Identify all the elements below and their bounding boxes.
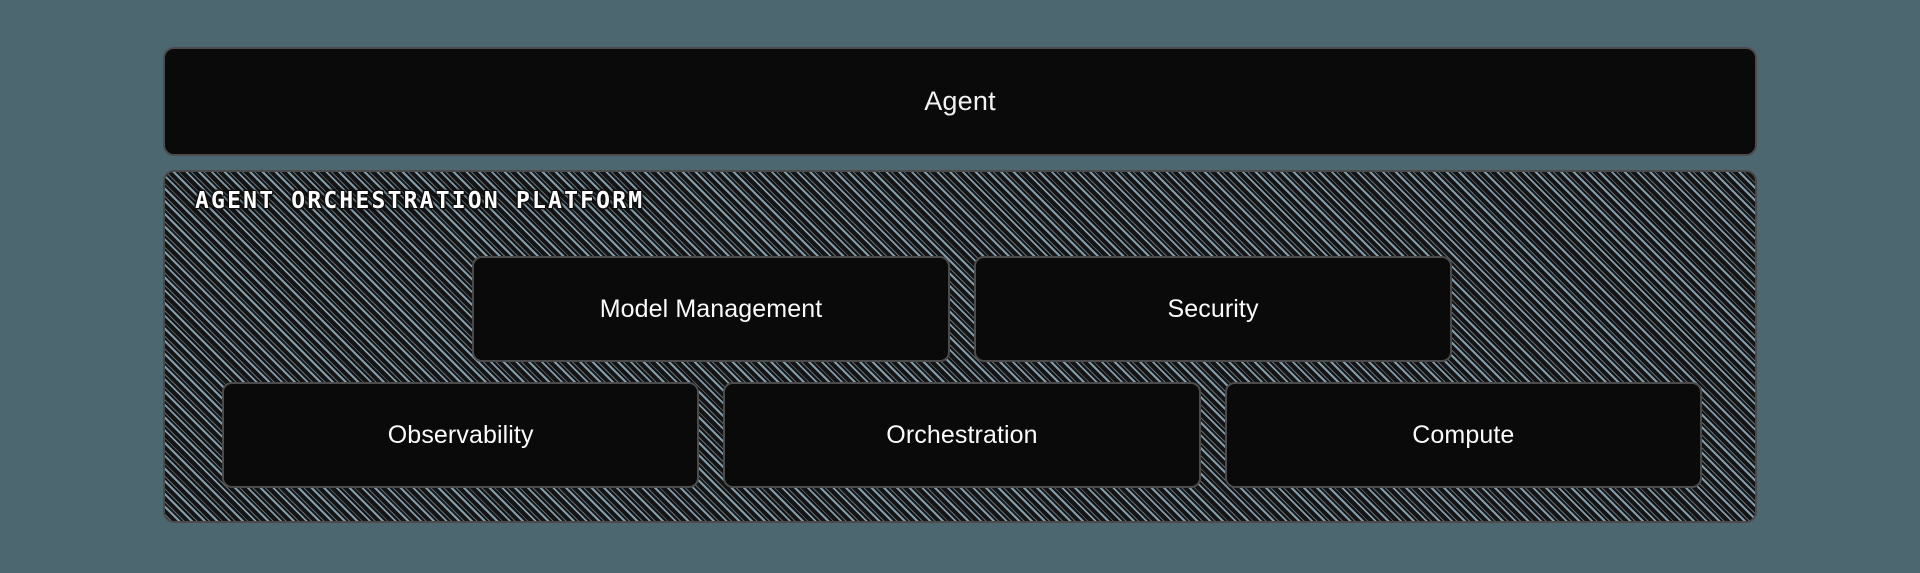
platform-upper-row: Model Management Security: [472, 256, 1452, 362]
card-compute[interactable]: Compute: [1224, 382, 1702, 488]
agent-block[interactable]: Agent: [163, 47, 1757, 156]
card-security-label: Security: [1167, 294, 1259, 323]
platform-lower-row: Observability Orchestration Compute: [222, 382, 1702, 488]
agent-label: Agent: [924, 86, 996, 116]
card-observability[interactable]: Observability: [222, 382, 700, 488]
card-compute-label: Compute: [1412, 420, 1515, 449]
card-security[interactable]: Security: [974, 256, 1452, 362]
card-orchestration[interactable]: Orchestration: [723, 382, 1201, 488]
card-model-management[interactable]: Model Management: [472, 256, 950, 362]
platform-title: AGENT ORCHESTRATION PLATFORM: [195, 188, 645, 214]
card-model-management-label: Model Management: [599, 294, 823, 323]
agent-orchestration-platform-block[interactable]: AGENT ORCHESTRATION PLATFORM Model Manag…: [163, 170, 1757, 523]
card-orchestration-label: Orchestration: [886, 420, 1038, 449]
card-observability-label: Observability: [387, 420, 534, 449]
